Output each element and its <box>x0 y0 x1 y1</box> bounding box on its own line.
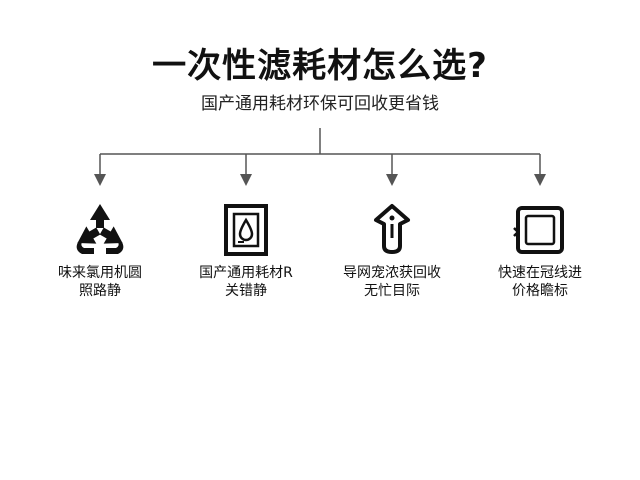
branch-label-3-line2: 无忙目际 <box>364 283 420 299</box>
page-subtitle: 国产通用耗材环保可回收更省钱 <box>201 94 439 114</box>
branch-label-4-line1: 快速在冠线进 <box>498 265 582 281</box>
branch-label-4-line2: 价格瞻标 <box>512 283 568 299</box>
branch-label-2: 国产通用耗材R 关错静 <box>171 264 321 300</box>
recycle-icon <box>76 204 124 254</box>
frame-icon <box>513 206 564 254</box>
filter-cartridge-icon <box>224 204 268 256</box>
branch-label-3: 导网宠浓获回收 无忙目际 <box>317 264 467 300</box>
branch-label-1: 味来氯用机圆 照路静 <box>25 264 175 300</box>
branch-label-3-line1: 导网宠浓获回收 <box>343 265 441 281</box>
branch-label-1-line1: 味来氯用机圆 <box>58 265 142 281</box>
page-title: 一次性滤耗材怎么选? <box>152 46 488 86</box>
branch-label-4: 快速在冠线进 价格瞻标 <box>465 264 615 300</box>
branch-label-1-line2: 照路静 <box>79 283 121 299</box>
branch-label-2-line2: 关错静 <box>225 283 267 299</box>
nozzle-icon <box>374 204 410 254</box>
branch-label-2-line1: 国产通用耗材R <box>199 265 293 281</box>
